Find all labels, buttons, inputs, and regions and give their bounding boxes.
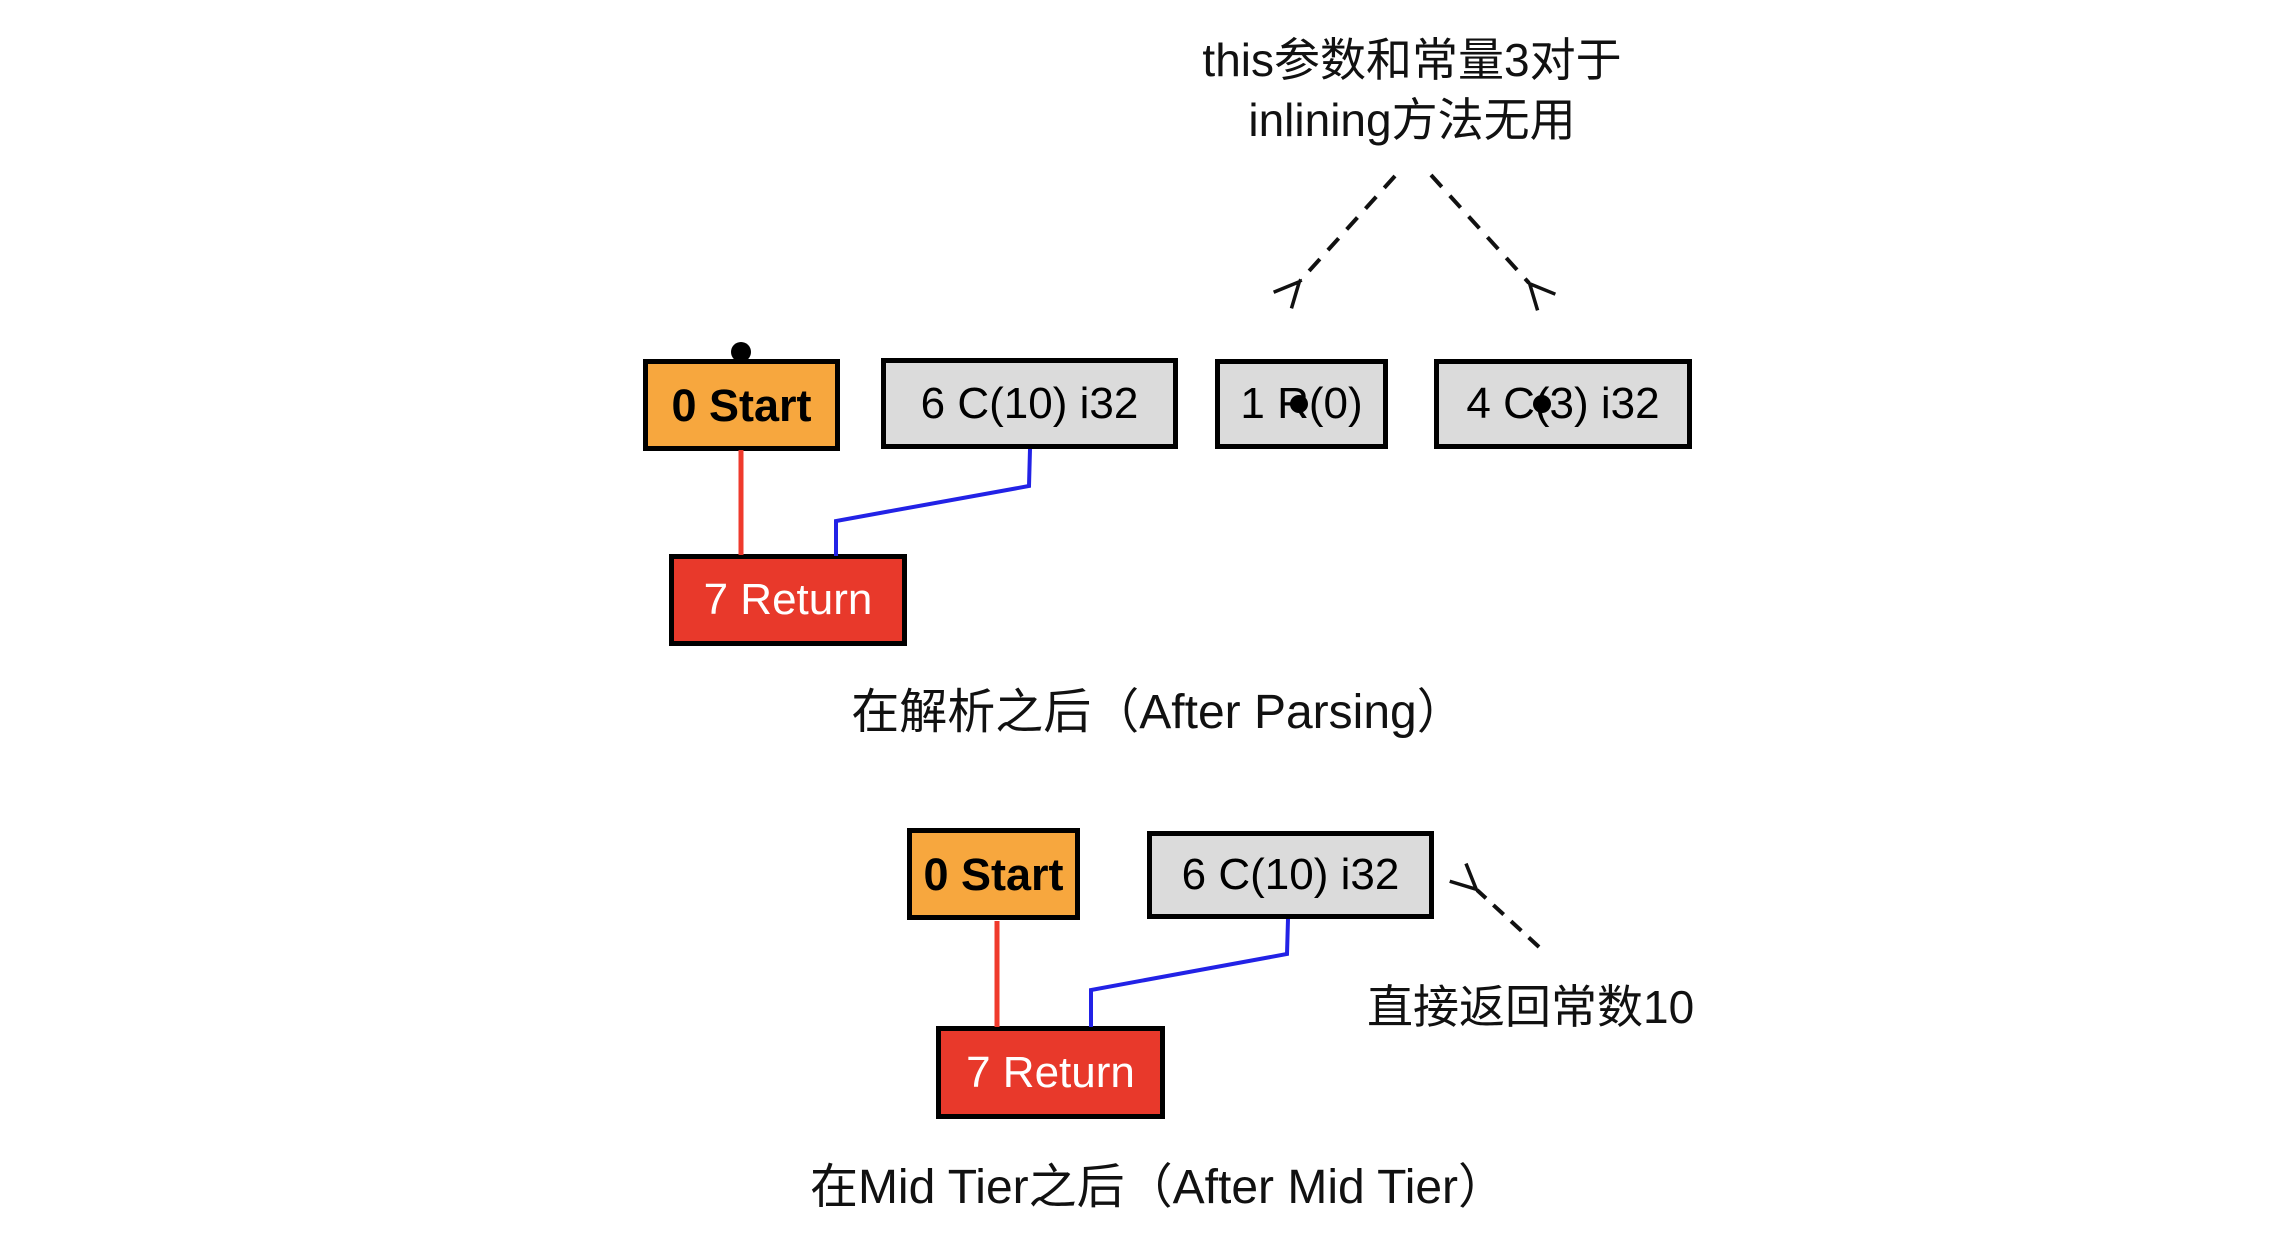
- annotation-arrow-to-const10: [1449, 862, 1541, 949]
- top-annotation-line1: this参数和常量3对于: [1202, 34, 1622, 86]
- midtier-annotation: 直接返回常数10: [1367, 981, 1695, 1033]
- node-param-after-parsing: 1 R(0): [1215, 359, 1388, 449]
- node-const3-after-parsing: 4 C(3) i32: [1434, 359, 1692, 449]
- top-annotation: this参数和常量3对于 inlining方法无用: [1202, 30, 1621, 150]
- node-start-after-parsing: 0 Start: [643, 359, 840, 451]
- annotation-arrow-to-param: [1272, 174, 1397, 309]
- annotation-arrow-to-const3: [1429, 173, 1557, 311]
- node-return-after-midtier: 7 Return: [936, 1026, 1165, 1119]
- caption-after-parsing: 在解析之后（After Parsing）: [851, 686, 1465, 739]
- node-const10-after-parsing: 6 C(10) i32: [881, 358, 1178, 449]
- node-const10-after-midtier: 6 C(10) i32: [1147, 831, 1434, 919]
- caption-after-midtier: 在Mid Tier之后（After Mid Tier）: [809, 1161, 1507, 1214]
- node-start-after-midtier: 0 Start: [907, 828, 1080, 920]
- data-edge-const10-to-return-2: [1089, 918, 1290, 1027]
- data-edge-const10-to-return-1: [834, 448, 1032, 556]
- node-return-after-parsing: 7 Return: [669, 554, 907, 646]
- top-annotation-line2: inlining方法无用: [1248, 94, 1576, 146]
